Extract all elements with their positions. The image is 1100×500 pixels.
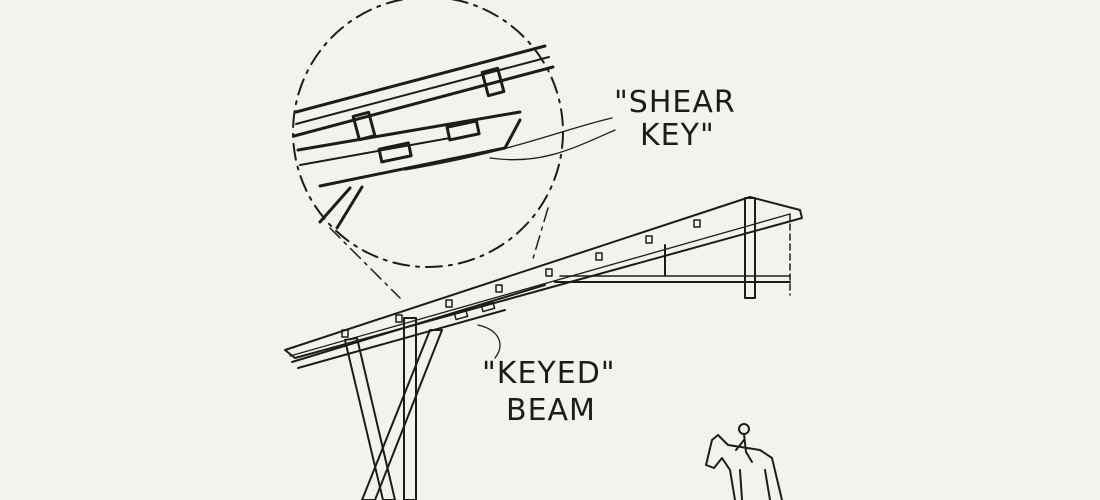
post-front: [403, 317, 417, 500]
shear-key: [453, 309, 469, 321]
purlin-block: [445, 299, 453, 308]
keyed-beam-label-line2: BEAM: [506, 393, 596, 428]
detail-roof-line-2: [295, 56, 550, 125]
keyed-beam-top: [291, 284, 546, 363]
brace-diagonal-2: [361, 329, 443, 500]
detail-shear-key-2: [445, 119, 481, 142]
shear-key-leader-2: [489, 129, 616, 161]
purlin-block: [495, 284, 503, 293]
purlin-block: [693, 219, 701, 228]
detail-roof-line-1: [294, 44, 547, 114]
purlin-block: [595, 252, 603, 261]
detail-brace-1: [335, 185, 364, 230]
horse-and-rider: [705, 423, 783, 500]
detail-leader-left: [329, 227, 401, 299]
shear-key-leader-1: [404, 117, 613, 171]
keyed-beam-label-line1: "KEYED": [482, 356, 616, 391]
keyed-beam-leader: [477, 324, 501, 359]
purlin-block: [395, 314, 403, 323]
detail-callout: [292, 0, 564, 299]
detail-beam-top: [296, 110, 522, 152]
detail-brace-2: [318, 186, 352, 224]
roof-slab: [284, 196, 803, 359]
detail-shear-key-1: [377, 141, 413, 164]
posts: [344, 197, 791, 500]
post-rear: [744, 197, 756, 299]
detail-block-1: [351, 110, 377, 142]
purlin-blocks: [341, 219, 701, 338]
roof-fascia: [289, 213, 791, 357]
rider-head: [738, 423, 750, 435]
rider-body: [735, 433, 753, 463]
purlin-block: [645, 235, 653, 244]
detail-circle: [292, 0, 564, 268]
purlin-block: [341, 329, 349, 338]
shear-key: [480, 301, 496, 313]
detail-block-2: [480, 66, 506, 98]
detail-leader-right: [531, 207, 549, 263]
horse: [705, 434, 783, 500]
purlin-block: [545, 268, 553, 277]
keyed-beam-bottom: [297, 309, 506, 369]
barn-structure: [284, 196, 803, 500]
shear-key-label-line2: KEY": [640, 118, 715, 153]
detail-beam-mid: [299, 137, 451, 166]
detail-enlarged-beam: [292, 44, 555, 230]
shear-key-label-line1: "SHEAR: [614, 85, 736, 120]
detail-roof-line-3: [292, 65, 555, 138]
brace-diagonal-1: [344, 337, 396, 500]
